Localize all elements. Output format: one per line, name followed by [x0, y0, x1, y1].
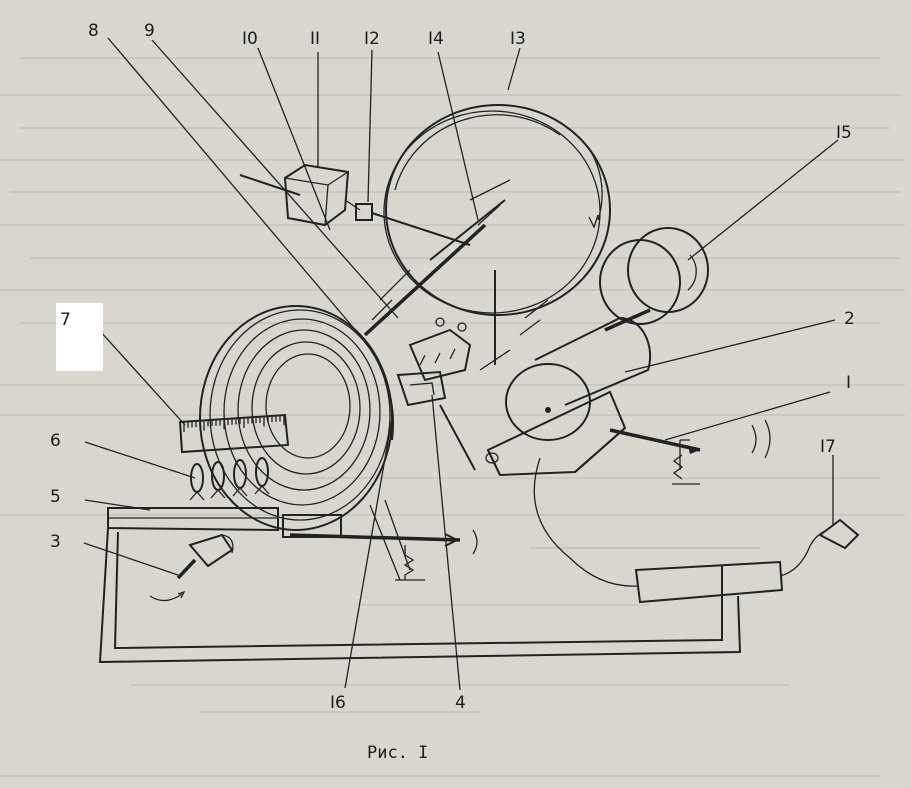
label-6: 6	[50, 431, 61, 451]
label-8: 8	[88, 21, 99, 41]
label-15: I5	[836, 123, 852, 143]
label-2: 2	[844, 309, 855, 329]
disk-15	[599, 227, 709, 325]
label-13: I3	[510, 29, 526, 49]
label-12: I2	[364, 29, 380, 49]
unit-11	[239, 163, 361, 227]
label-7-patch	[56, 303, 103, 371]
unit-12	[355, 203, 471, 246]
drum-13	[383, 104, 611, 316]
base-plate-5	[107, 507, 279, 532]
lamps-6	[189, 457, 270, 501]
figure-caption: Рис. I	[367, 743, 428, 763]
label-17: I7	[820, 437, 836, 457]
label-10: I0	[242, 29, 258, 49]
pickup-4	[396, 317, 476, 471]
label-14: I4	[428, 29, 444, 49]
platter-8	[199, 305, 395, 538]
scale-7	[178, 413, 290, 454]
bleed-through-texture	[0, 57, 905, 777]
plug-17	[533, 457, 860, 604]
leader-lines	[83, 37, 839, 691]
mechanism-3	[149, 533, 234, 602]
motor-2	[485, 308, 771, 485]
label-16: I6	[330, 693, 346, 713]
label-9: 9	[144, 21, 155, 41]
label-7: 7	[60, 310, 71, 330]
label-4: 4	[455, 693, 466, 713]
frame	[98, 527, 742, 664]
shaft-assembly	[363, 179, 549, 371]
label-1: I	[846, 373, 851, 393]
label-5: 5	[50, 487, 61, 507]
label-11: II	[310, 29, 320, 49]
label-3: 3	[50, 532, 61, 552]
